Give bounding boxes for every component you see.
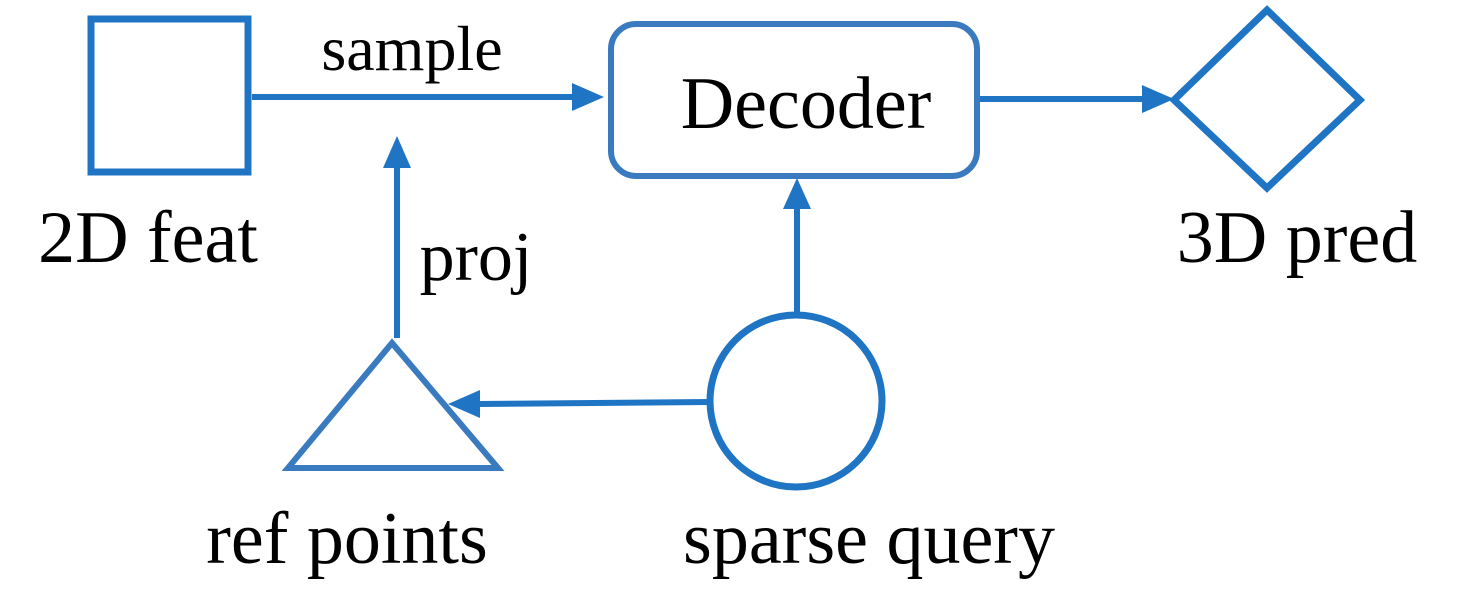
label-proj: proj bbox=[420, 219, 533, 296]
node-ref-points-triangle bbox=[281, 338, 505, 471]
edge-decoder-to-pred bbox=[978, 85, 1174, 113]
edge-sample bbox=[252, 83, 604, 111]
arrowhead-decoder-to-pred bbox=[1142, 85, 1174, 113]
arrowhead-query-to-decoder bbox=[783, 178, 811, 209]
label-3d-pred: 3D pred bbox=[1177, 197, 1417, 279]
node-sparse-query-circle bbox=[706, 311, 886, 491]
node-decoder-box bbox=[608, 21, 980, 179]
node-2d-feat-square bbox=[87, 15, 252, 176]
label-decoder: Decoder bbox=[681, 63, 932, 145]
edge-query-to-ref bbox=[448, 390, 711, 418]
arrowhead-sample bbox=[572, 83, 604, 111]
label-sparse-query: sparse query bbox=[683, 498, 1055, 580]
label-ref-points: ref points bbox=[206, 498, 488, 580]
label-sample: sample bbox=[321, 13, 502, 84]
node-3d-pred-diamond bbox=[1168, 5, 1366, 193]
edge-query-to-decoder bbox=[783, 178, 811, 316]
arrowhead-query-to-ref bbox=[448, 390, 480, 418]
arrowhead-proj bbox=[383, 136, 411, 168]
label-2d-feat: 2D feat bbox=[38, 197, 258, 279]
edge-proj bbox=[383, 136, 411, 338]
